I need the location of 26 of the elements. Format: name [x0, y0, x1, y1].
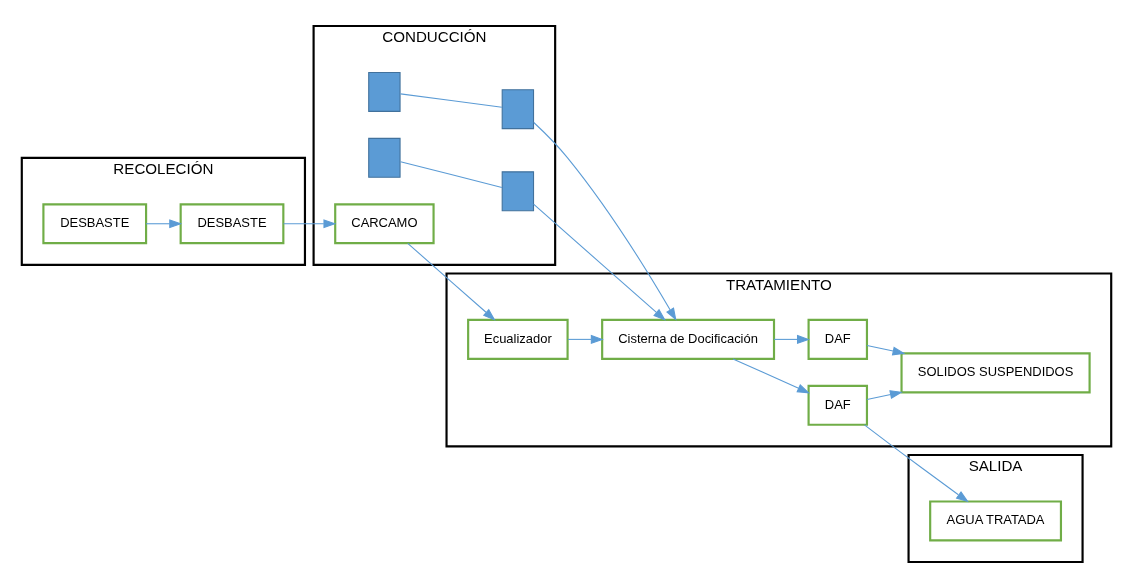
- node-box: [368, 137, 401, 178]
- node-box: DESBASTE: [42, 203, 148, 245]
- arrow: [773, 334, 810, 344]
- connector: [400, 93, 503, 108]
- node-box: CARCAMO: [334, 203, 435, 245]
- node-box: [368, 71, 401, 112]
- node-box: SOLIDOS SUSPENDIDOS: [900, 352, 1091, 394]
- node-box: DAF: [807, 384, 869, 426]
- node-box: AGUA TRATADA: [929, 500, 1063, 542]
- arrow: [866, 344, 906, 356]
- arrow: [533, 121, 677, 321]
- arrow: [407, 242, 496, 321]
- node-box: Cisterna de Docificación: [601, 318, 776, 360]
- node-box: [501, 171, 535, 212]
- node-box: DAF: [807, 318, 869, 360]
- arrow: [866, 390, 903, 400]
- arrow: [863, 424, 969, 503]
- arrow: [567, 334, 604, 344]
- node-box: DESBASTE: [179, 203, 285, 245]
- arrow: [145, 219, 183, 229]
- arrow: [282, 219, 337, 229]
- arrow: [732, 358, 811, 394]
- node-box: Ecualizador: [467, 318, 569, 360]
- arrow: [533, 203, 666, 321]
- node-box: [501, 89, 535, 130]
- connector: [400, 161, 503, 189]
